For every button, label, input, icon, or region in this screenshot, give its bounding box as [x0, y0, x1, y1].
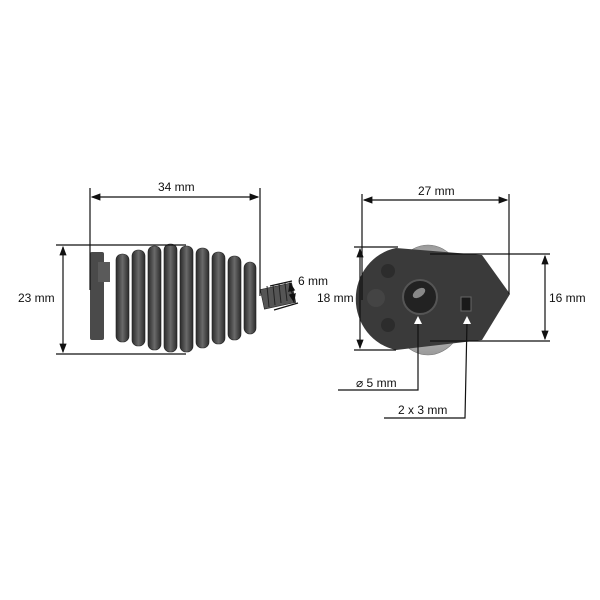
side-view-dimensions [56, 188, 299, 355]
mount-front-view [355, 244, 510, 356]
length-dimension-label: 34 mm [158, 180, 195, 194]
hole-diameter-label: ⌀ 5 mm [356, 376, 397, 390]
slot-size-label: 2 x 3 mm [398, 403, 448, 417]
inner-height-dimension-label: 16 mm [549, 291, 586, 305]
outer-height-dimension-label: 18 mm [317, 291, 354, 305]
front-view-dimensions [338, 194, 550, 419]
diameter-dimension-label: 23 mm [18, 291, 55, 305]
spring-side-view [90, 243, 297, 353]
width-dimension-label: 27 mm [418, 184, 455, 198]
thread-dimension-label: 6 mm [298, 274, 328, 288]
